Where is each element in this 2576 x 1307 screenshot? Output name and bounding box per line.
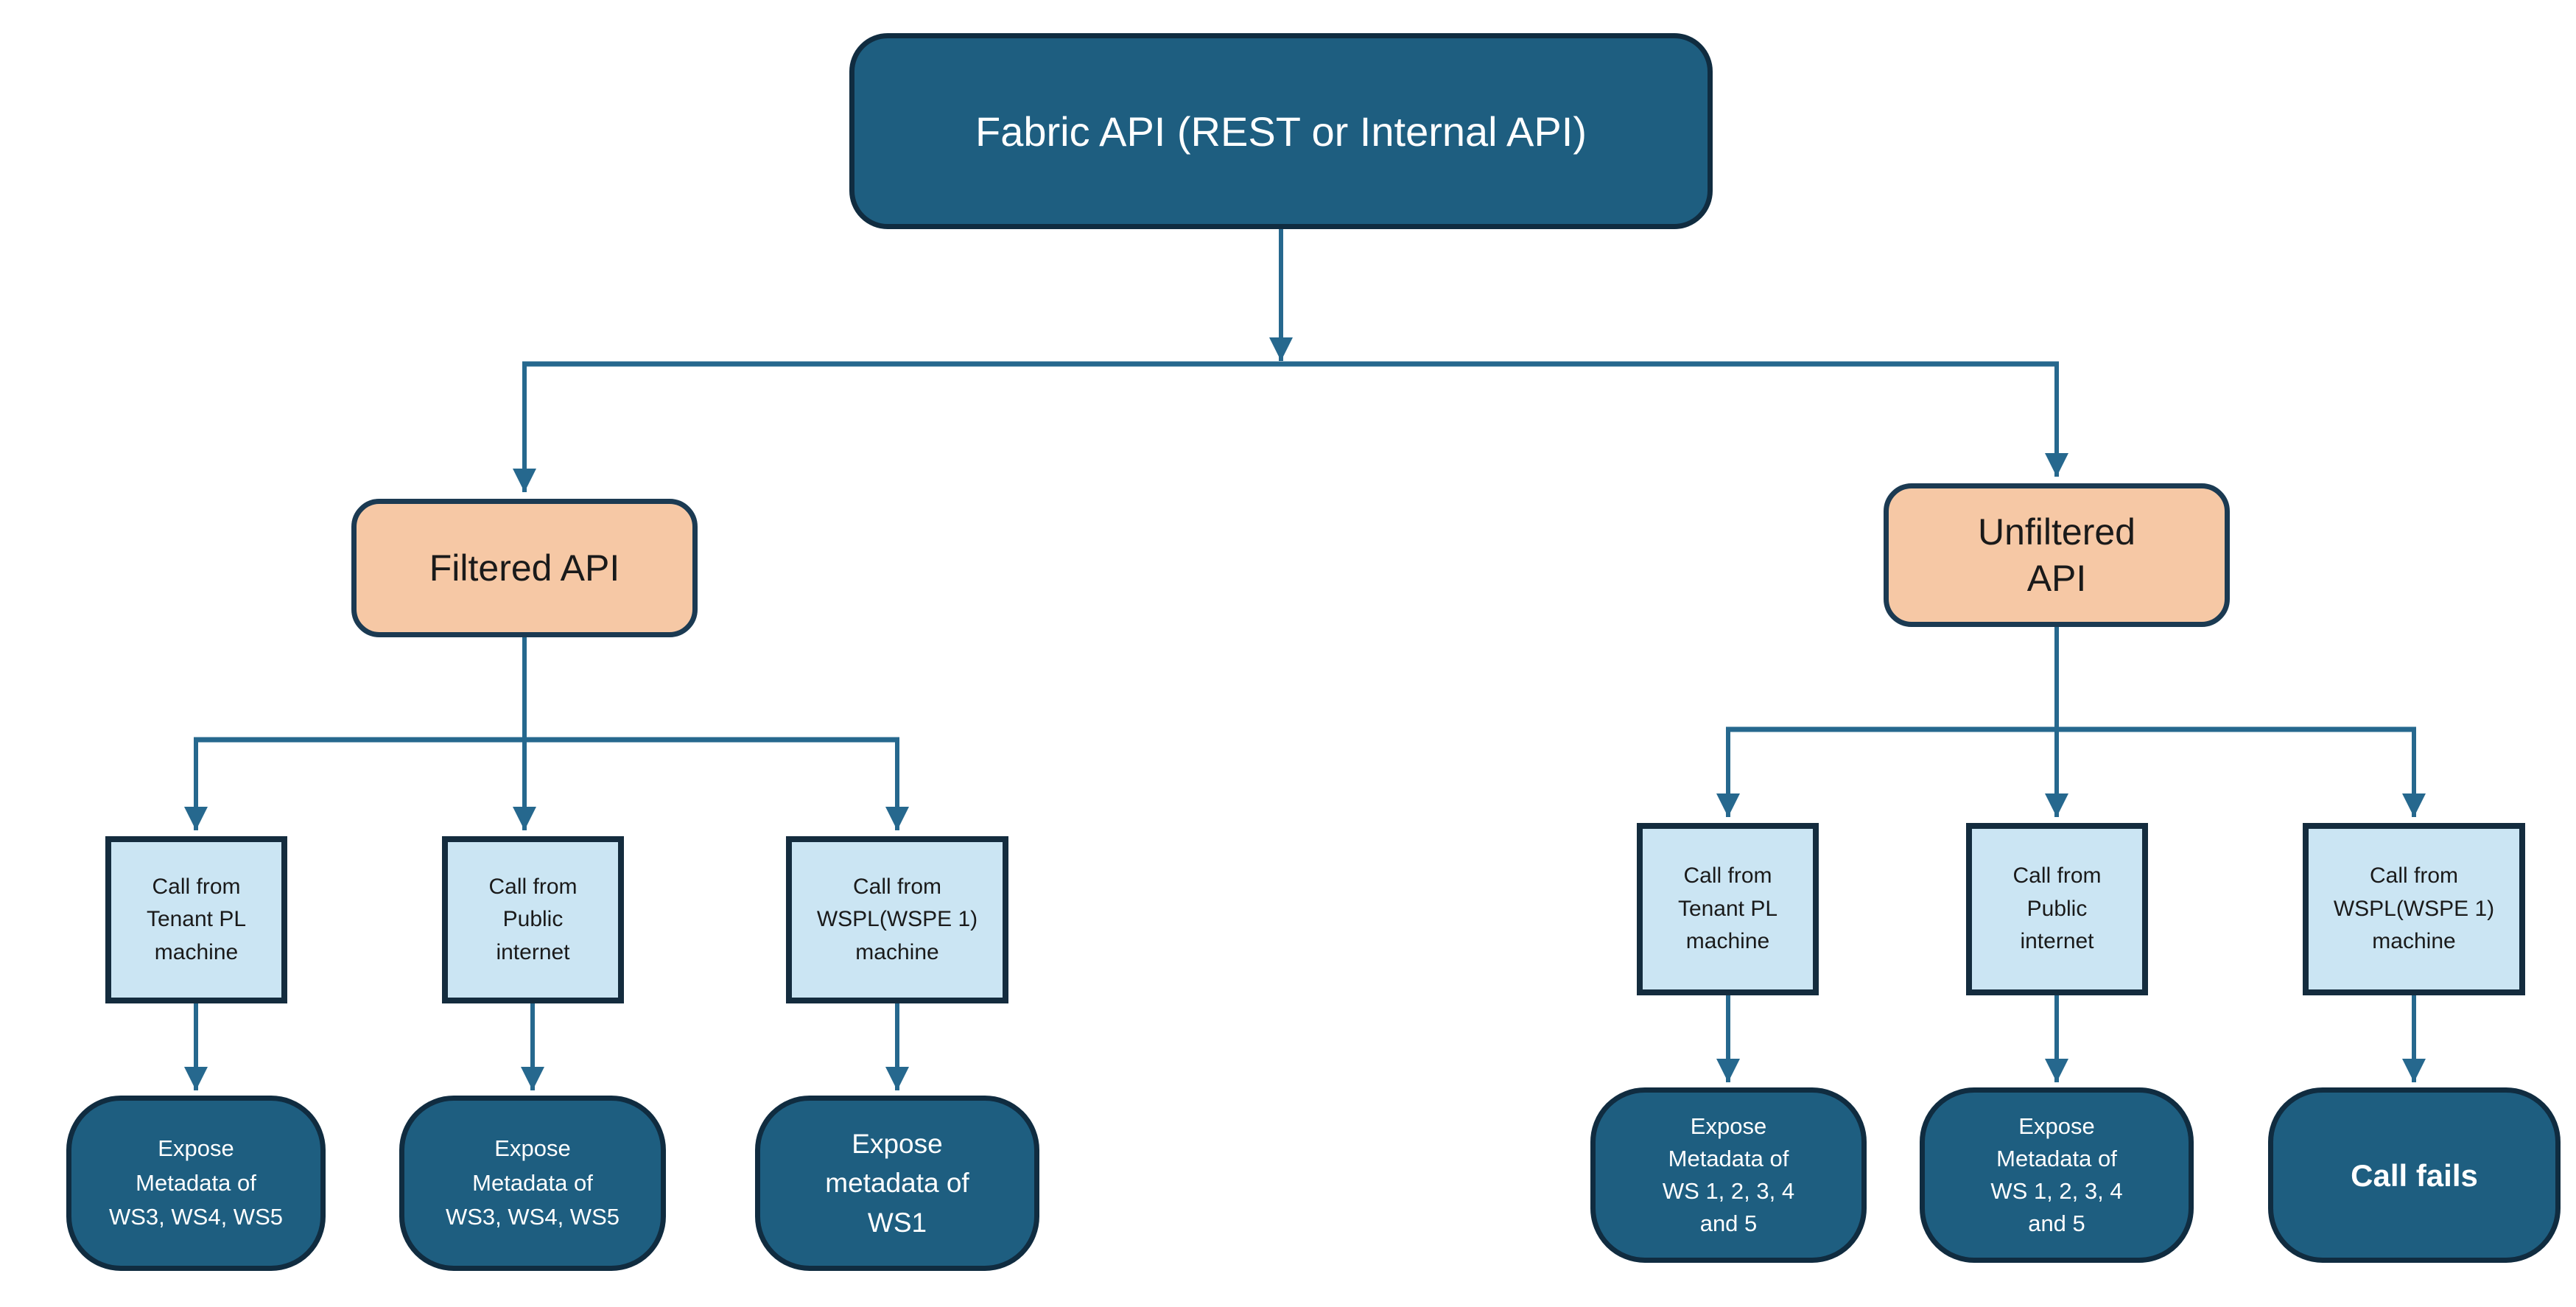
node-unfiltered-result-all-ws-b: Expose Metadata of WS 1, 2, 3, 4 and 5: [1920, 1087, 2194, 1263]
node-filtered-result-ws1-label: Expose metadata of WS1: [825, 1128, 969, 1238]
node-filtered-call-public-internet-label: Call from Public internet: [488, 874, 578, 964]
node-filtered-api-label: Filtered API: [429, 547, 620, 589]
node-fabric-api-label: Fabric API (REST or Internal API): [975, 108, 1587, 155]
node-filtered-result-ws345-a-label: Expose Metadata of WS3, WS4, WS5: [109, 1135, 283, 1230]
node-unfiltered-api: Unfiltered API: [1884, 483, 2230, 627]
node-filtered-result-ws1: Expose metadata of WS1: [755, 1096, 1039, 1271]
node-unfiltered-result-all-ws-a-label: Expose Metadata of WS 1, 2, 3, 4 and 5: [1662, 1112, 1795, 1237]
node-filtered-result-ws345-b: Expose Metadata of WS3, WS4, WS5: [399, 1096, 666, 1271]
node-unfiltered-result-all-ws-b-label: Expose Metadata of WS 1, 2, 3, 4 and 5: [1990, 1112, 2123, 1237]
node-unfiltered-result-call-fails-label: Call fails: [2351, 1157, 2478, 1193]
node-fabric-api: Fabric API (REST or Internal API): [849, 33, 1713, 229]
node-unfiltered-call-public-internet-label: Call from Public internet: [2012, 863, 2102, 954]
node-unfiltered-call-wspl: Call from WSPL(WSPE 1) machine: [2303, 823, 2525, 995]
node-filtered-api: Filtered API: [351, 499, 698, 637]
node-unfiltered-result-all-ws-a: Expose Metadata of WS 1, 2, 3, 4 and 5: [1590, 1087, 1867, 1263]
node-unfiltered-call-tenant-pl: Call from Tenant PL machine: [1637, 823, 1819, 995]
node-filtered-call-tenant-pl: Call from Tenant PL machine: [105, 836, 287, 1003]
node-filtered-result-ws345-b-label: Expose Metadata of WS3, WS4, WS5: [446, 1135, 620, 1230]
node-unfiltered-call-tenant-pl-label: Call from Tenant PL machine: [1677, 863, 1778, 954]
node-unfiltered-result-call-fails: Call fails: [2268, 1087, 2561, 1263]
node-filtered-call-wspl: Call from WSPL(WSPE 1) machine: [786, 836, 1008, 1003]
node-unfiltered-call-wspl-label: Call from WSPL(WSPE 1) machine: [2333, 863, 2495, 954]
node-filtered-call-wspl-label: Call from WSPL(WSPE 1) machine: [816, 874, 978, 964]
node-unfiltered-call-public-internet: Call from Public internet: [1966, 823, 2148, 995]
node-filtered-call-public-internet: Call from Public internet: [442, 836, 624, 1003]
node-filtered-call-tenant-pl-label: Call from Tenant PL machine: [146, 874, 247, 964]
node-filtered-result-ws345-a: Expose Metadata of WS3, WS4, WS5: [66, 1096, 326, 1271]
node-unfiltered-api-label: Unfiltered API: [1978, 511, 2135, 599]
